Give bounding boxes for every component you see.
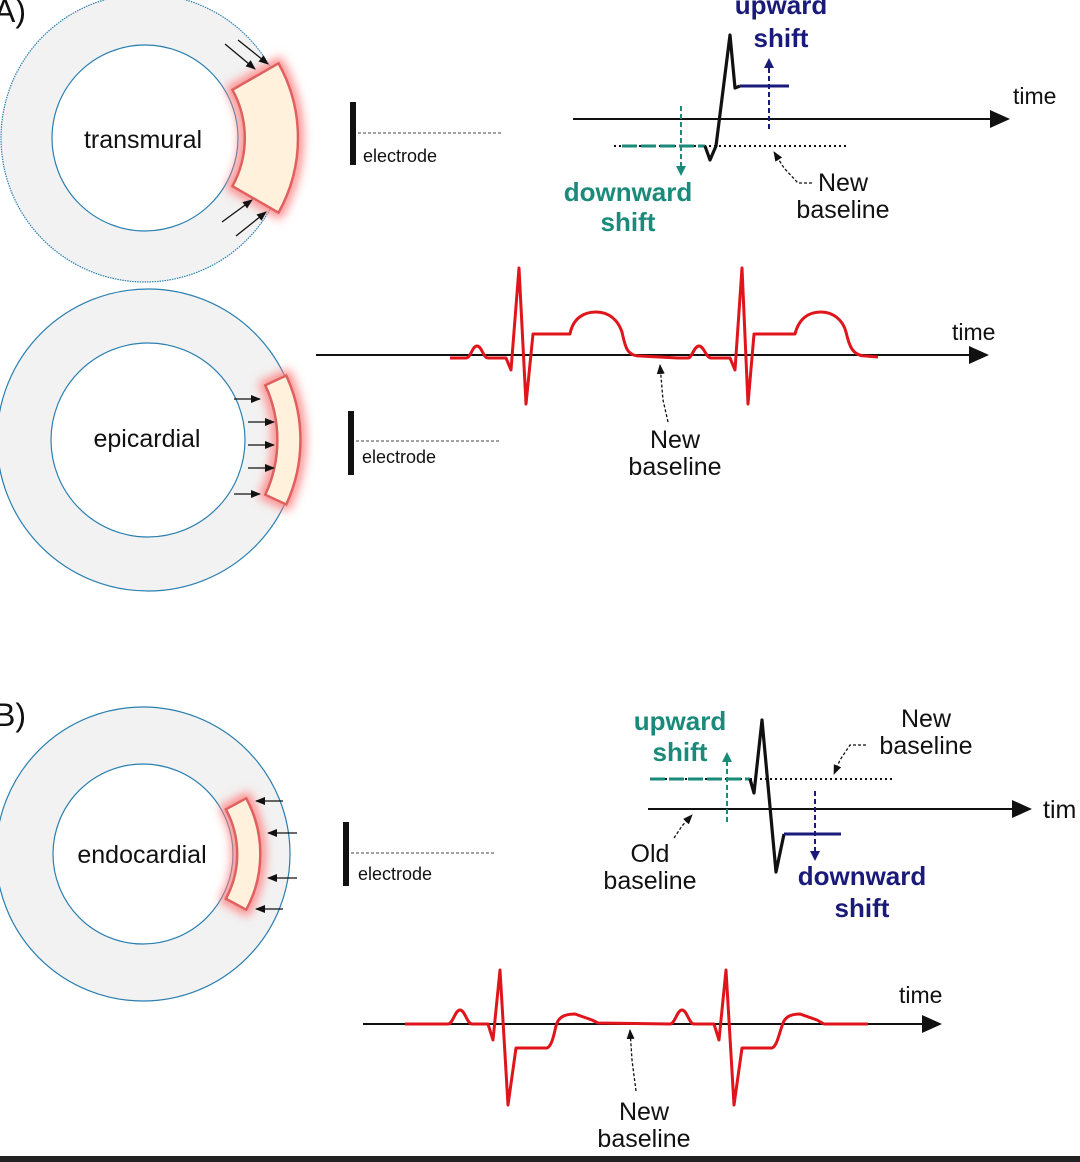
transmural-label: transmural	[84, 126, 202, 154]
upward-shift-label-3: shift	[653, 737, 708, 767]
time-label-1: time	[1013, 83, 1056, 109]
epicardial-injury-arrows	[234, 395, 275, 498]
baseline-label-3: baseline	[879, 732, 972, 760]
epicardial-injury-zone	[258, 368, 306, 512]
electrode-2-label: electrode	[362, 447, 436, 467]
epicardial-heart-ring	[0, 288, 300, 592]
baseline-label-4: baseline	[597, 1125, 690, 1153]
new-baseline-pointer-4	[626, 1029, 637, 1092]
old-label-3: Old	[631, 840, 670, 868]
upward-label-1: upward	[735, 0, 827, 20]
old-baseline-pointer-3	[673, 814, 693, 839]
panel-label-a: A)	[0, 0, 26, 29]
transmural-injury-arrows	[221, 39, 269, 237]
endocardial-heart-ring	[0, 706, 291, 1002]
ecg-trace-b	[405, 968, 868, 1107]
baseline-label-2: baseline	[628, 453, 721, 481]
old-baseline-label-3: baseline	[603, 867, 696, 895]
electrode-1-label: electrode	[363, 146, 437, 166]
downward-shift-label-1: shift	[601, 207, 656, 237]
endocardial-injury-zone	[219, 791, 266, 917]
downward-label-3: downward	[798, 861, 927, 891]
endocardial-injury-arrows	[255, 797, 297, 913]
new-label-3: New	[901, 705, 952, 733]
time-label-4: time	[899, 982, 942, 1008]
transmural-heart-ring	[0, 0, 290, 283]
electrode-3	[343, 822, 495, 886]
downward-shift-label-3: shift	[835, 893, 890, 923]
new-baseline-pointer-1	[773, 151, 812, 184]
new-baseline-pointer-3	[833, 744, 866, 775]
new-label-2: New	[650, 426, 701, 454]
ecg-trace-a	[450, 266, 879, 406]
baseline-label-1: baseline	[796, 196, 889, 224]
time-label-3: tim	[1043, 796, 1076, 824]
qrs-complex-3	[748, 718, 786, 874]
downward-label-1: downward	[564, 177, 693, 207]
new-label-4: New	[619, 1098, 670, 1126]
cropped-bottom-edge	[0, 1156, 1080, 1162]
electrode-1	[350, 102, 503, 165]
transmural-injury-zone	[225, 56, 303, 220]
time-label-2: time	[952, 319, 995, 345]
new-baseline-pointer-2	[656, 364, 669, 423]
electrode-2	[348, 411, 500, 475]
panel-label-b: B)	[0, 697, 26, 733]
endocardial-label: endocardial	[77, 841, 206, 869]
new-label-1: New	[818, 169, 869, 197]
electrode-3-label: electrode	[358, 864, 432, 884]
upward-shift-label-1: shift	[754, 23, 809, 53]
upward-label-3: upward	[634, 706, 726, 736]
qrs-complex-1	[703, 33, 741, 162]
epicardial-label: epicardial	[93, 425, 200, 453]
